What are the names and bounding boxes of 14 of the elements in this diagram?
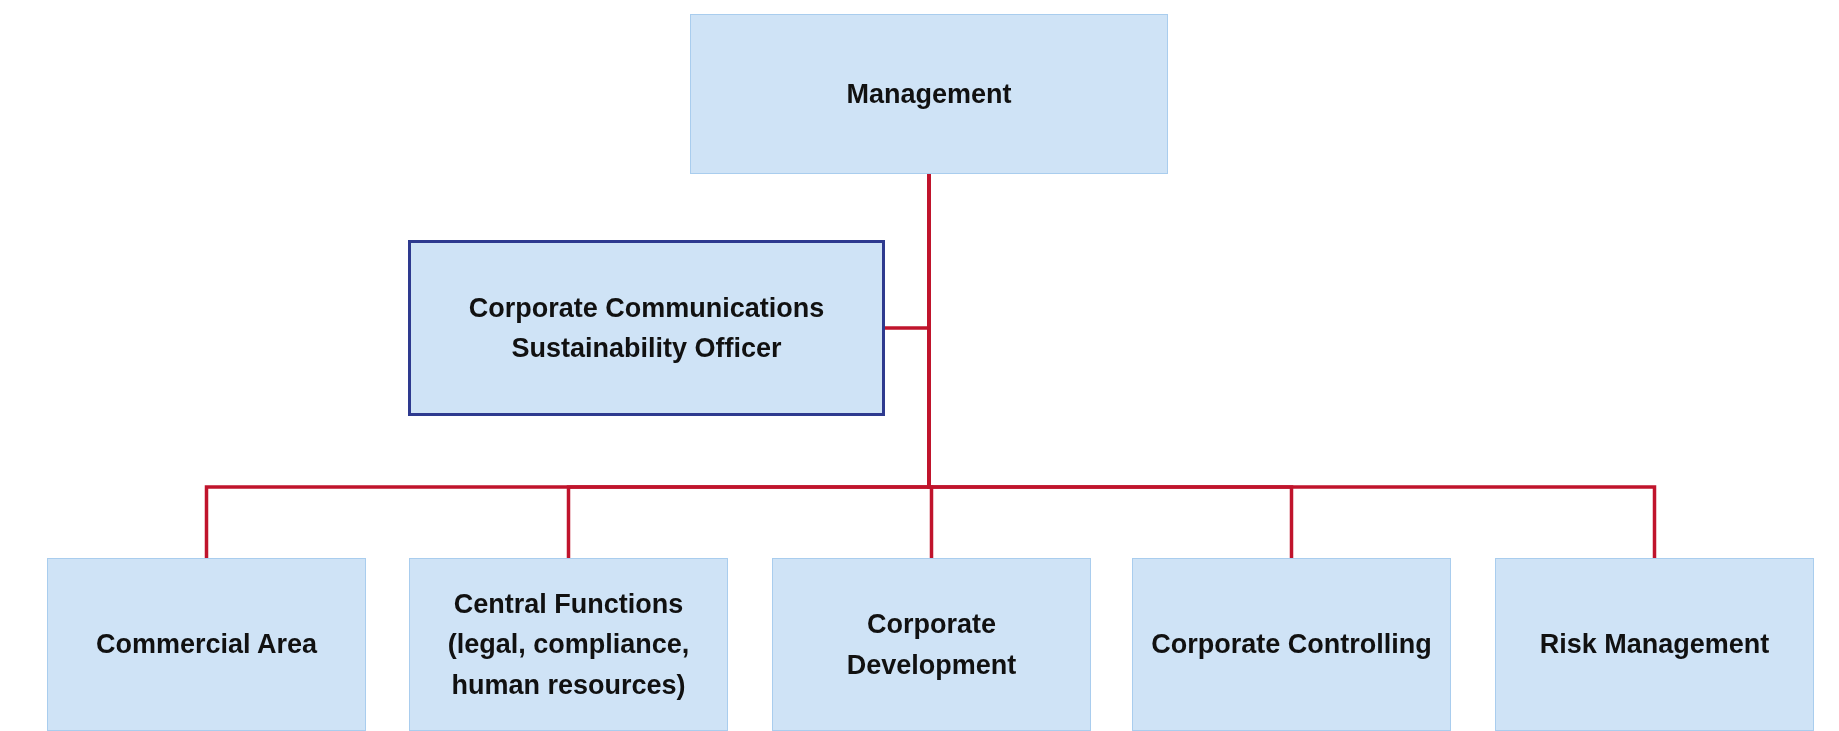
org-box	[690, 14, 1168, 174]
unit-name: Central Functions (legal, compliance, human resources)	[446, 587, 691, 702]
org-box	[47, 558, 366, 731]
org-box	[408, 240, 885, 416]
org-box	[772, 558, 1091, 731]
unit-name: Commercial Area	[95, 628, 318, 662]
unit-name: Risk Management	[1539, 628, 1770, 662]
unit-name: Corporate Controlling	[1151, 628, 1432, 662]
unit-name: Corporate Development	[845, 608, 1018, 682]
unit-name: Corporate Communications Sustainability Officer	[467, 291, 826, 365]
org-box	[1132, 558, 1451, 731]
unit-name: Management	[846, 77, 1012, 111]
org-box	[409, 558, 728, 731]
org-box	[1495, 558, 1814, 731]
